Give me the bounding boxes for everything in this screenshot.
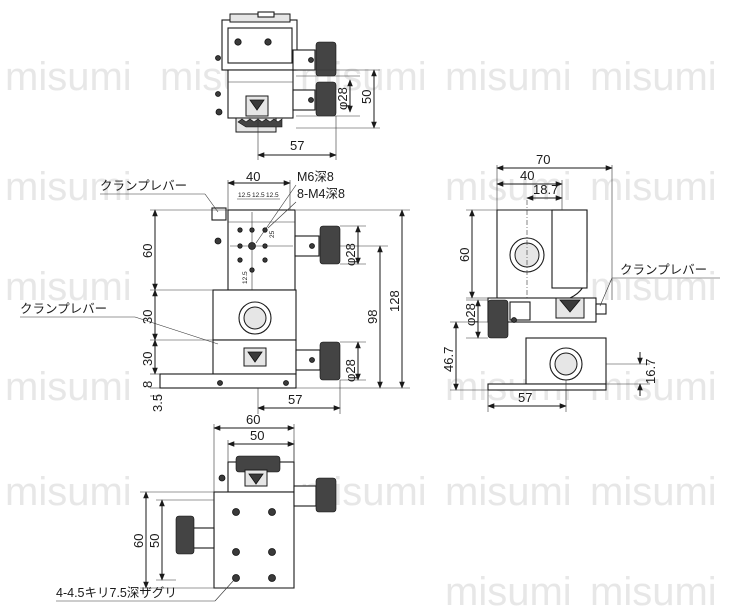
clamp-lever-label: クランプレバー	[20, 302, 107, 316]
watermark-text: misumi	[5, 55, 132, 99]
dim-18-7-right: 18.7	[533, 182, 558, 197]
watermark-text: misumi	[445, 470, 572, 514]
dim-16-7-right: 16.7	[643, 359, 658, 384]
counterbore-label: 4-4.5キリ7.5深ザグリ	[56, 586, 177, 600]
dim-60-right: 60	[457, 248, 472, 262]
dim-8-front: 8	[140, 381, 155, 388]
dim-57-front: 57	[288, 392, 302, 407]
dim-phi28-front-a: φ28	[343, 243, 358, 266]
dim-70-right: 70	[536, 152, 550, 167]
watermark-text: misumi	[590, 365, 717, 409]
watermark-text: misumi	[5, 365, 132, 409]
dim-60-front: 60	[140, 244, 155, 258]
dim-3-5-front: 3.5	[150, 394, 165, 412]
dim-30-front-a: 30	[140, 310, 155, 324]
watermark-text: misumi	[590, 470, 717, 514]
pitch-label: 12.5	[252, 192, 265, 199]
dim-30-front-b: 30	[140, 352, 155, 366]
tap-m6-label: M6深8	[297, 170, 334, 184]
pitch-label: 12.5	[242, 271, 249, 284]
watermark-layer: misumi misumi misumi misumi misumi misum…	[5, 55, 717, 609]
watermark-text: misumi	[590, 165, 717, 209]
dim-128-front: 128	[387, 290, 402, 312]
clamp-lever-label: クランプレバー	[620, 263, 707, 277]
clamp-lever-label: クランプレバー	[100, 179, 187, 193]
watermark-text: misumi	[445, 55, 572, 99]
dim-50-plan-v: 50	[147, 534, 162, 548]
dim-phi28-right: φ28	[463, 303, 478, 326]
view-top-side: 57 φ28 50	[215, 11, 380, 160]
dim-50-top: 50	[359, 90, 374, 104]
dim-60-plan: 60	[246, 412, 260, 427]
dim-60-plan-v: 60	[131, 534, 146, 548]
dim-phi28-top: φ28	[335, 87, 350, 110]
watermark-text: misumi	[590, 570, 717, 609]
tap-m4-label: 8-M4深8	[297, 187, 345, 201]
watermark-text: misumi	[5, 165, 132, 209]
pitch-label: 25	[269, 230, 276, 238]
dim-98-front: 98	[365, 310, 380, 324]
dim-50-plan: 50	[250, 428, 264, 443]
view-front: 12.5 12.5 12.5 25 12.5	[20, 169, 410, 414]
dim-57-top: 57	[290, 138, 304, 153]
pitch-label: 12.5	[238, 192, 251, 199]
pitch-label: 12.5	[266, 192, 279, 199]
dim-40-front: 40	[246, 169, 260, 184]
watermark-text: misumi	[5, 265, 132, 309]
watermark-text: misumi	[5, 470, 132, 514]
view-right-side: クランプレバー 70 40 18.7 60 φ28 46.7 16.7	[441, 152, 720, 412]
dim-40-right: 40	[520, 168, 534, 183]
watermark-text: misumi	[590, 265, 717, 309]
dim-57-right: 57	[518, 390, 532, 405]
watermark-text: misumi	[445, 570, 572, 609]
watermark-text: misumi	[590, 55, 717, 99]
view-plan: 4-4.5キリ7.5深ザグリ 60 50 60 50	[56, 412, 337, 602]
dim-phi28-front-b: φ28	[343, 359, 358, 382]
dim-46-7-right: 46.7	[441, 347, 456, 372]
watermark-text: misumi	[445, 165, 572, 209]
